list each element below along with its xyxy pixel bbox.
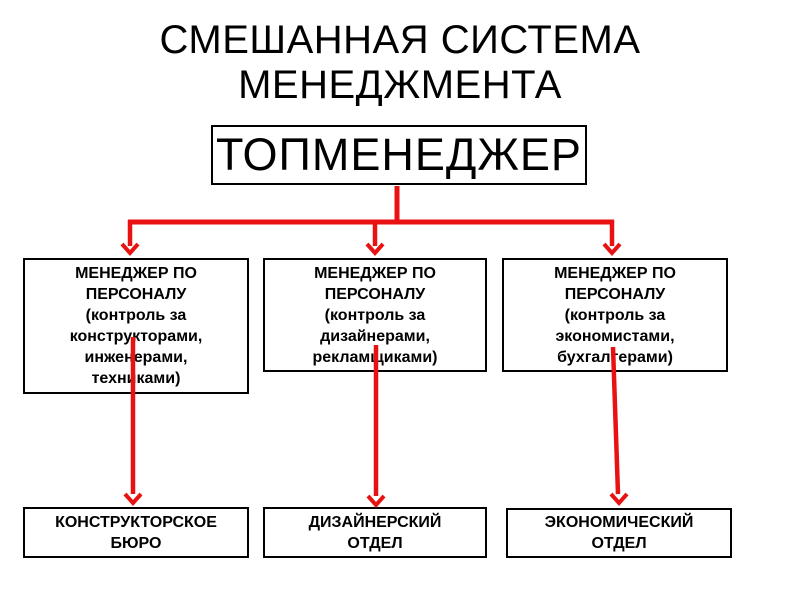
arrowhead-manager-2-icon [365, 242, 385, 257]
arrowhead-department-1-icon [123, 492, 143, 507]
org-box-department-1: КОНСТРУКТОРСКОЕ БЮРО [23, 507, 249, 558]
slide-title: СМЕШАННАЯ СИСТЕМА МЕНЕДЖМЕНТА [159, 18, 641, 107]
connector-root-to-managers [120, 186, 622, 257]
org-box-top-manager: ТОПМЕНЕДЖЕР [211, 125, 587, 185]
arrowhead-manager-1-icon [120, 242, 140, 257]
org-box-department-2: ДИЗАЙНЕРСКИЙ ОТДЕЛ [263, 507, 487, 558]
org-box-department-3: ЭКОНОМИЧЕСКИЙ ОТДЕЛ [506, 508, 732, 558]
arrowhead-department-3-icon [609, 492, 629, 507]
org-box-manager-3: МЕНЕДЖЕР ПО ПЕРСОНАЛУ (контроль за эконо… [502, 258, 728, 372]
org-box-manager-2: МЕНЕДЖЕР ПО ПЕРСОНАЛУ (контроль за дизай… [263, 258, 487, 372]
org-box-manager-1: МЕНЕДЖЕР ПО ПЕРСОНАЛУ (контроль за конст… [23, 258, 249, 394]
arrowhead-department-2-icon [366, 494, 386, 509]
arrowhead-manager-3-icon [602, 242, 622, 257]
